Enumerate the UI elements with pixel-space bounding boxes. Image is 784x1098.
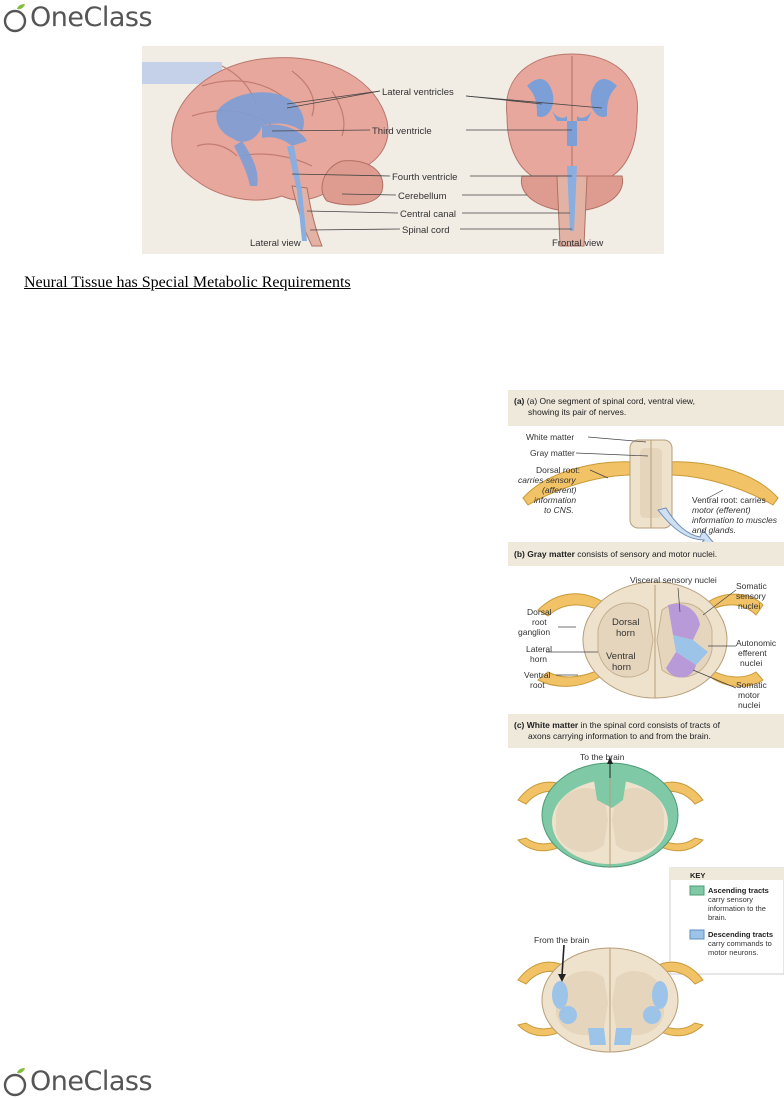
key-descending-2: motor neurons.: [708, 948, 758, 957]
label-central-canal: Central canal: [400, 209, 456, 220]
ascending-swatch: [689, 885, 705, 896]
label-lateral-horn-2: horn: [530, 654, 547, 664]
label-ventral-root-2: motor (efferent): [692, 505, 751, 515]
label-cerebellum: Cerebellum: [398, 191, 447, 202]
label-fourth-ventricle: Fourth ventricle: [392, 172, 457, 183]
key-descending-title: Descending tracts: [708, 930, 773, 939]
label-to-brain: To the brain: [580, 752, 625, 762]
label-ventral-root-3: information to muscles: [692, 515, 778, 525]
caption-a-line1: (a) One segment of spinal cord, ventral …: [527, 396, 695, 406]
lateral-brain-image: [171, 57, 389, 247]
label-drg-1: Dorsal: [527, 607, 552, 617]
label-dorsal-root-5: to CNS.: [544, 505, 574, 515]
oneclass-logo: OneClass: [2, 2, 153, 33]
label-dorsal-root-4: information: [534, 495, 576, 505]
label-ventral-horn-1: Ventral: [606, 651, 636, 662]
label-autonomic-3: nuclei: [740, 658, 762, 668]
label-ventral-root-b-1: Ventral: [524, 670, 551, 680]
label-somatic-motor-1: Somatic: [736, 680, 767, 690]
label-frontal-view: Frontal view: [552, 238, 603, 249]
descending-swatch: [689, 929, 705, 940]
logo-text: OneClass: [30, 1066, 153, 1097]
label-autonomic-1: Autonomic: [736, 638, 777, 648]
label-dorsal-root-2: carries sensory: [518, 475, 576, 485]
label-drg-2: root: [532, 617, 547, 627]
key-ascending-2: information to the: [708, 904, 766, 913]
gray-matter-cross-section: [537, 581, 764, 699]
label-dorsal-root: Dorsal root:: [536, 465, 580, 475]
oneclass-logo-footer: OneClass: [2, 1066, 153, 1097]
label-autonomic-2: efferent: [738, 648, 767, 658]
label-spinal-cord: Spinal cord: [402, 225, 450, 236]
section-heading: Neural Tissue has Special Metabolic Requ…: [24, 274, 351, 291]
label-third-ventricle: Third ventricle: [372, 126, 432, 137]
label-dorsal-horn-1: Dorsal: [612, 617, 639, 628]
caption-b-rest: consists of sensory and motor nuclei.: [575, 549, 717, 559]
key-title: KEY: [690, 871, 705, 880]
label-ventral-root-4: and glands.: [692, 525, 736, 535]
label-lateral-ventricles: Lateral ventricles: [382, 87, 454, 98]
caption-a-line2: showing its pair of nerves.: [528, 407, 626, 417]
svg-text:(c) White matter in the spinal: (c) White matter in the spinal cord cons…: [514, 720, 721, 730]
label-visceral-sensory: Visceral sensory nuclei: [630, 575, 717, 585]
key-ascending-1: carry sensory: [708, 895, 753, 904]
key-legend: KEY Ascending tracts carry sensory infor…: [669, 867, 784, 975]
label-somatic-sensory-3: nuclei: [738, 601, 760, 611]
label-dorsal-root-3: (afferent): [542, 485, 577, 495]
label-somatic-motor-3: nuclei: [738, 700, 760, 710]
spinal-segment-image: [522, 439, 779, 550]
label-somatic-sensory-1: Somatic: [736, 581, 767, 591]
caption-c-rest: in the spinal cord consists of tracts of: [578, 720, 720, 730]
caption-c-bold: (c) White matter: [514, 720, 579, 730]
label-somatic-sensory-2: sensory: [736, 591, 767, 601]
key-descending-1: carry commands to: [708, 939, 772, 948]
label-somatic-motor-2: motor: [738, 690, 760, 700]
leaf-o-icon: [3, 3, 27, 32]
frontal-brain-image: [505, 53, 639, 247]
svg-text:(a) (a) One segment of spinal: (a) (a) One segment of spinal cord, vent…: [514, 396, 695, 406]
label-drg-3: ganglion: [518, 627, 550, 637]
label-ventral-horn-2: horn: [612, 662, 631, 673]
descending-tracts-section: [517, 944, 704, 1053]
key-ascending-3: brain.: [708, 913, 727, 922]
label-dorsal-horn-2: horn: [616, 628, 635, 639]
label-ventral-root-b-2: root: [530, 680, 545, 690]
ascending-tracts-section: [517, 757, 704, 868]
label-ventral-root: Ventral root: carries: [692, 495, 766, 505]
caption-c-line2: axons carrying information to and from t…: [528, 731, 711, 741]
label-white-matter: White matter: [526, 432, 574, 442]
label-lateral-view: Lateral view: [250, 238, 301, 249]
label-gray-matter: Gray matter: [530, 448, 575, 458]
svg-text:(b) Gray matter consists of se: (b) Gray matter consists of sensory and …: [514, 549, 717, 559]
key-ascending-title: Ascending tracts: [708, 886, 769, 895]
caption-b-bold: (b) Gray matter: [514, 549, 576, 559]
logo-text: OneClass: [30, 2, 153, 33]
spinal-cord-figure: (a) (a) One segment of spinal cord, vent…: [508, 390, 784, 1053]
leaf-o-icon: [3, 1067, 27, 1096]
label-lateral-horn-1: Lateral: [526, 644, 552, 654]
brain-ventricles-figure: Lateral ventricles Third ventricle Fourt…: [142, 46, 664, 254]
label-from-brain: From the brain: [534, 935, 590, 945]
